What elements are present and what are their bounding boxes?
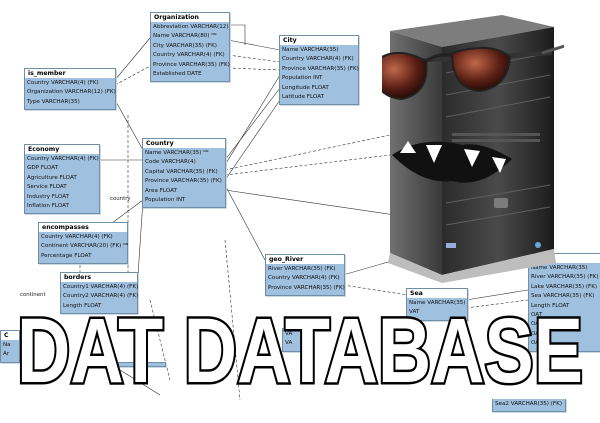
table-country[interactable]: Country Name VARCHAR(35) ᴺᴺ Code VARCHAR… <box>142 138 226 209</box>
table-title: C <box>1 331 19 340</box>
server-tower-image <box>382 15 564 283</box>
table-river-tail: Sea2 VARCHAR(35) (FK) <box>492 399 566 413</box>
table-row: Na <box>3 342 11 348</box>
table-row: Name VARCHAR(35) ᴺᴺ <box>145 150 209 156</box>
table-row: Country VARCHAR(4) (FK) <box>282 56 354 63</box>
table-title: is_member <box>25 69 115 78</box>
table-row: Agriculture FLOAT <box>27 174 77 181</box>
usb-port-icon <box>446 243 456 248</box>
table-row: Name VARCHAR(35) <box>531 265 588 271</box>
table-row: City VARCHAR(35) (FK) <box>153 42 217 49</box>
table-row: Country VARCHAR(4) (FK) <box>27 156 99 162</box>
table-row: Name VARCHAR(80) ᴺᴺ <box>153 33 217 40</box>
table-title: City <box>280 36 358 45</box>
table-row: Name VARCHAR(35) <box>409 300 466 306</box>
table-row: Code VARCHAR(4) <box>145 159 196 166</box>
table-borders[interactable]: borders Country1 VARCHAR(4) (FK) Country… <box>60 272 139 315</box>
table-row: Length FLOAT <box>531 302 570 309</box>
table-row: Country2 VARCHAR(4) (FK) <box>63 293 139 300</box>
table-row: River VARCHAR(35) (FK) <box>268 266 336 272</box>
table-row: Continent VARCHAR(20) (FK) ᴺᴺ <box>41 243 129 250</box>
table-row: Area FLOAT <box>145 187 177 194</box>
table-row: Country1 VARCHAR(4) (FK) <box>63 284 139 290</box>
table-title: encompasses <box>39 223 127 232</box>
caption-text: DAT DATABASE <box>17 300 583 402</box>
table-title: Sea <box>407 289 467 298</box>
table-city[interactable]: City Name VARCHAR(35) Country VARCHAR(4)… <box>279 35 359 106</box>
table-row: Organization VARCHAR(12) (FK) <box>27 89 116 96</box>
table-title: Organization <box>151 13 229 22</box>
teeth-mouth-icon <box>392 141 512 183</box>
table-row: Country VARCHAR(4) (FK) <box>268 275 340 282</box>
table-title: geo_River <box>266 255 344 264</box>
sunglasses-icon <box>382 44 564 101</box>
table-row: Inflation FLOAT <box>27 203 69 210</box>
table-partial-left: C Na Ar <box>0 330 20 363</box>
table-row: Longitude FLOAT <box>282 84 329 91</box>
table-row: Established DATE <box>153 71 202 78</box>
table-row: OAT <box>531 330 543 337</box>
table-partial-mid: VA VA <box>282 328 308 352</box>
table-row: VA <box>285 331 293 337</box>
meme-caption: DAT DATABASE <box>15 298 586 403</box>
relation-label-country: country <box>110 196 131 202</box>
table-economy[interactable]: Economy Country VARCHAR(4) (FK) GDP FLOA… <box>24 144 100 215</box>
hp-logo-icon <box>494 198 508 208</box>
table-row: OAT <box>531 340 543 347</box>
table-row: Province VARCHAR(35) (FK) <box>153 61 230 68</box>
table-row: Country VARCHAR(4) (FK) <box>27 80 99 86</box>
table-row: GDP FLOAT <box>27 165 59 172</box>
table-row: Length FLOAT <box>63 302 102 309</box>
table-row: Population INT <box>282 75 323 82</box>
table-river[interactable]: River Name VARCHAR(35) River VARCHAR(35)… <box>528 253 600 352</box>
table-row: Population INT <box>145 197 186 204</box>
table-row: OAT <box>531 312 543 319</box>
table-row: Latitude FLOAT <box>282 94 325 101</box>
table-row: Type VARCHAR(35) <box>27 98 80 105</box>
table-row: Capital VARCHAR(35) (FK) <box>145 168 218 175</box>
table-row: Province VARCHAR(35) (FK) <box>282 65 359 72</box>
table-title: borders <box>61 273 137 282</box>
table-row: Sea VARCHAR(35) (FK) <box>531 293 595 300</box>
table-organization[interactable]: Organization Abbreviation VARCHAR(12) Na… <box>150 12 230 83</box>
table-geo-river[interactable]: geo_River River VARCHAR(35) (FK) Country… <box>265 254 345 297</box>
table-title: Country <box>143 139 225 148</box>
table-title: Economy <box>25 145 99 154</box>
table-row: Ar <box>3 351 10 358</box>
table-sea[interactable]: Sea Name VARCHAR(35) VAT <box>406 288 468 321</box>
table-row: Country VARCHAR(4) (FK) <box>153 52 225 59</box>
table-row: VA <box>285 340 293 347</box>
table-row: Sea2 VARCHAR(35) (FK) <box>495 401 562 407</box>
table-row: Service FLOAT <box>27 184 67 191</box>
table-row: Industry FLOAT <box>27 193 70 200</box>
table-row: Province VARCHAR(35) (FK) <box>145 178 222 185</box>
table-row: Country VARCHAR(4) (FK) <box>41 234 113 240</box>
table-is-member[interactable]: is_member Country VARCHAR(4) (FK) Organi… <box>24 68 116 111</box>
table-row: Name VARCHAR(35) <box>282 47 339 53</box>
table-partial-bottom <box>118 362 166 367</box>
table-row: OAT <box>531 321 543 328</box>
table-row: River VARCHAR(35) (FK) <box>531 274 599 281</box>
table-row: Lake VARCHAR(35) (FK) <box>531 283 598 290</box>
table-row: VAT <box>409 309 420 316</box>
table-row: Percentage FLOAT <box>41 252 92 259</box>
table-row: Province VARCHAR(35) (FK) <box>268 284 345 291</box>
relation-label-continent: continent <box>20 292 46 298</box>
table-row: Abbreviation VARCHAR(12) <box>153 24 229 30</box>
table-encompasses[interactable]: encompasses Country VARCHAR(4) (FK) Cont… <box>38 222 129 265</box>
